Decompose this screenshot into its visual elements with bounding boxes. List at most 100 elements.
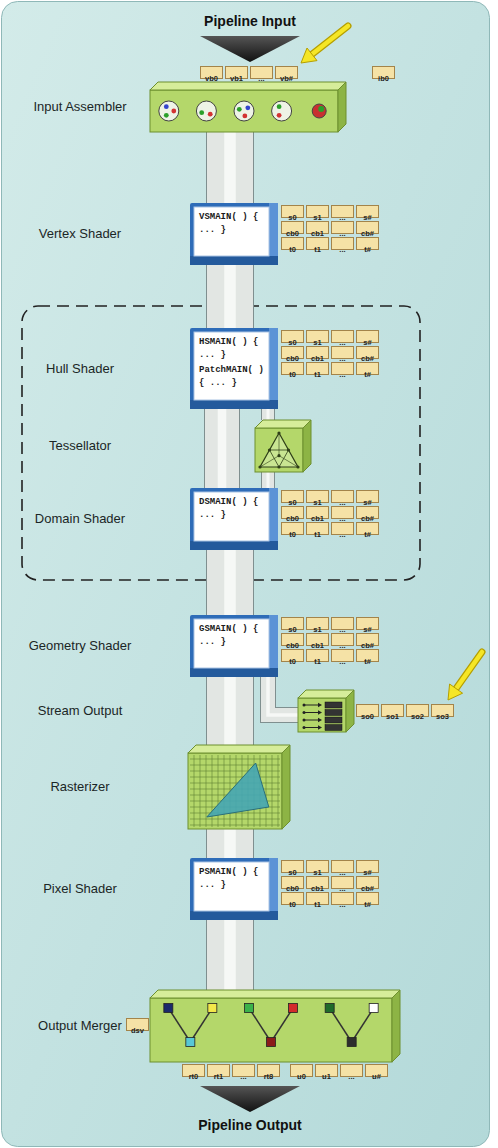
slot-cell: ... xyxy=(331,346,354,359)
slot-cell: cb# xyxy=(356,221,379,234)
slot-cell: ... xyxy=(331,205,354,218)
slot-cell: vb1 xyxy=(225,66,248,79)
slot-name: ... xyxy=(339,657,345,666)
output-arrow xyxy=(200,1086,300,1112)
slot-cell: vb# xyxy=(275,66,298,79)
slot-cell: ... xyxy=(331,633,354,646)
slot-cell: s# xyxy=(356,490,379,503)
slot-cell: cb1 xyxy=(306,346,329,359)
pipe-connector xyxy=(230,677,231,745)
slot-cell: cb0 xyxy=(281,221,304,234)
slot-cell: ib0 xyxy=(372,66,395,79)
code-holder: HSMAIN( ) { ... }PatchMAIN( ) { ... } xyxy=(199,336,267,392)
shader-stage: Vertex ShaderVSMAIN( ) { ... } xyxy=(190,203,278,265)
slot-cell: cb0 xyxy=(281,506,304,519)
slot-cell: cb0 xyxy=(281,633,304,646)
slot-cell: t0 xyxy=(281,649,304,662)
pipe-connector xyxy=(268,677,298,715)
slot-cell: ... xyxy=(331,506,354,519)
stage-name-holder: Stream Output xyxy=(10,703,150,719)
slot-cell: t1 xyxy=(306,237,329,250)
slot-name: t1 xyxy=(314,900,321,909)
slot-cell: cb# xyxy=(356,633,379,646)
panel xyxy=(2,2,490,1147)
slot-cell: ... xyxy=(331,892,354,905)
slot-cell: ... xyxy=(250,66,273,79)
slot-cell: t1 xyxy=(306,522,329,535)
stage-name-holder: Geometry Shader xyxy=(10,638,150,654)
pipe-connector xyxy=(222,409,223,488)
slot-name: so1 xyxy=(386,712,399,721)
slot-cell: s1 xyxy=(306,490,329,503)
pipe-connector xyxy=(230,550,231,615)
input-arrow xyxy=(200,36,300,62)
slot-name: u1 xyxy=(322,1072,331,1081)
om-shape xyxy=(150,990,400,1062)
slot-cell: s0 xyxy=(281,617,304,630)
slot-cell: s# xyxy=(356,330,379,343)
slot-cell: ... xyxy=(331,649,354,662)
pipeline-end-holder: Pipeline Output xyxy=(150,1116,350,1134)
slot-cell: t0 xyxy=(281,237,304,250)
stage-name: Input Assembler xyxy=(10,99,150,115)
code-holder: GSMAIN( ) { ... } xyxy=(199,623,267,651)
slot-cell: u0 xyxy=(290,1064,313,1077)
fixed-function-stage: Tessellator xyxy=(255,420,311,472)
stage-name-holder: Domain Shader xyxy=(10,511,150,527)
slot-cell: cb# xyxy=(356,346,379,359)
slot-cell: cb1 xyxy=(306,506,329,519)
stage-name: Geometry Shader xyxy=(10,638,150,654)
slot-cell: so3 xyxy=(431,704,454,717)
fixed-function-stage: Rasterizer xyxy=(188,745,290,829)
slot-cell: t# xyxy=(356,649,379,662)
stage-name-holder: Vertex Shader xyxy=(10,226,150,242)
slot-cell: rt8 xyxy=(257,1064,280,1077)
pipeline-end-label: Pipeline Input xyxy=(204,13,296,29)
stage-name-holder: Input Assembler xyxy=(10,99,150,115)
slot-cell: so1 xyxy=(381,704,404,717)
stage-name-holder: Rasterizer xyxy=(10,779,150,795)
slot-cell: dsv xyxy=(126,1018,149,1031)
slot-name: t0 xyxy=(289,900,296,909)
slot-name: u0 xyxy=(297,1072,306,1081)
slot-name: so2 xyxy=(411,712,424,721)
stage-name: Hull Shader xyxy=(10,361,150,377)
slot-cell: ... xyxy=(340,1064,363,1077)
slot-cell: s0 xyxy=(281,860,304,873)
slot-cell: rt1 xyxy=(207,1064,230,1077)
rast-shape xyxy=(188,745,290,829)
fixed-function-stage: Stream Output xyxy=(298,690,354,732)
slot-cell: ... xyxy=(331,860,354,873)
slot-cell: t0 xyxy=(281,362,304,375)
pipeline-end-label: Pipeline Output xyxy=(198,1117,301,1133)
slot-name: ... xyxy=(339,245,345,254)
slot-name: vb1 xyxy=(230,74,243,83)
slot-cell: cb0 xyxy=(281,876,304,889)
stage-name: Tessellator xyxy=(10,438,150,454)
slot-cell: so2 xyxy=(406,704,429,717)
slot-cell: s1 xyxy=(306,860,329,873)
pipe-connector xyxy=(230,920,231,990)
slot-name: t# xyxy=(364,657,371,666)
slot-name: vb# xyxy=(280,74,293,83)
slot-name: t# xyxy=(364,900,371,909)
so-shape xyxy=(298,690,354,732)
shader-code: HSMAIN( ) { ... } xyxy=(199,336,267,362)
pipe-connector xyxy=(268,409,269,420)
slot-cell: cb# xyxy=(356,506,379,519)
slot-cell: t1 xyxy=(306,892,329,905)
stage-name-holder: Hull Shader xyxy=(10,361,150,377)
slot-name: t0 xyxy=(289,245,296,254)
slot-cell: s1 xyxy=(306,330,329,343)
pipeline-end-holder: Pipeline Input xyxy=(150,12,350,30)
shader-code: PSMAIN( ) { ... } xyxy=(199,866,267,892)
slot-cell: s# xyxy=(356,617,379,630)
highlight-arrow xyxy=(448,652,482,700)
slot-cell: t# xyxy=(356,237,379,250)
pipe-connector xyxy=(230,265,231,328)
slot-cell: u1 xyxy=(315,1064,338,1077)
slot-cell: vb0 xyxy=(200,66,223,79)
slot-cell: ... xyxy=(331,330,354,343)
slot-name: ... xyxy=(339,370,345,379)
